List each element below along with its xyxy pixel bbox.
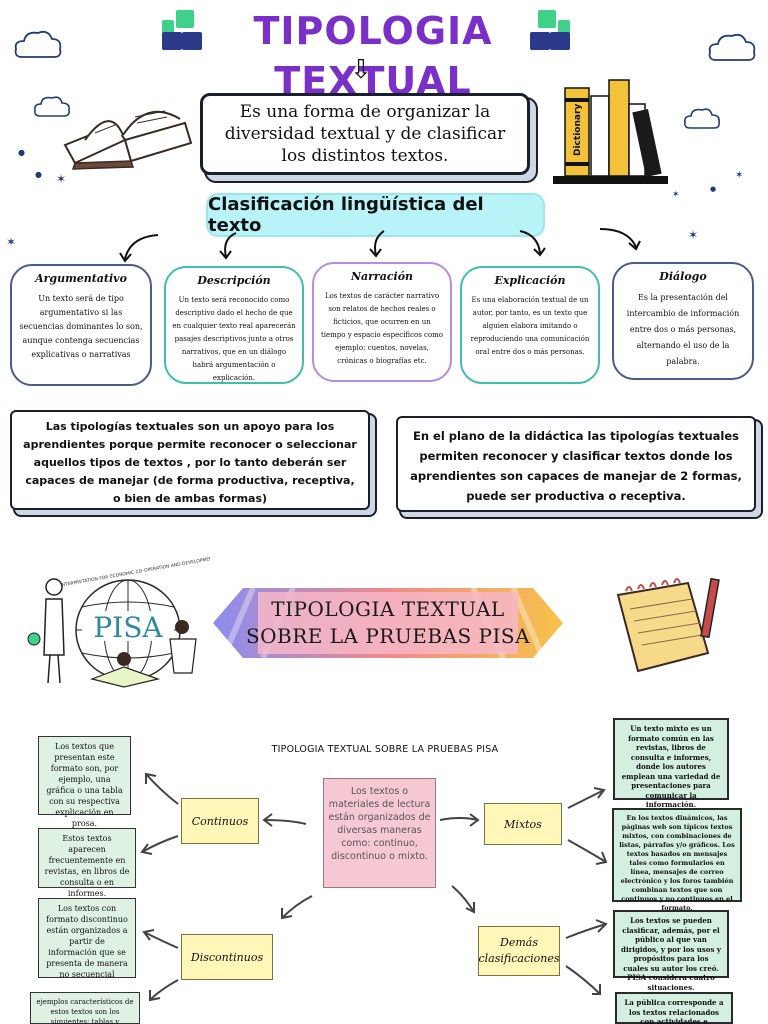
type-card-title: Diálogo <box>659 270 707 283</box>
open-book-icon <box>63 110 193 170</box>
type-card-text: Un texto será de tipo argumentativo si l… <box>19 294 143 359</box>
star-icon: ✶ <box>672 190 680 200</box>
box-demas: Demás clasificaciones <box>478 926 560 976</box>
cloud-icon <box>684 108 720 129</box>
type-card-title: Descripción <box>197 274 271 287</box>
type-card-narracion: Narración Los textos de carácter narrati… <box>312 262 452 382</box>
note-box-left: Las tipologías textuales son un apoyo pa… <box>10 410 370 510</box>
pisa-banner-line1: TIPOLOGIA TEXTUAL <box>271 597 505 621</box>
star-icon: ✶ <box>56 172 67 186</box>
star-icon: ✶ <box>6 235 17 249</box>
cloud-icon <box>34 96 70 117</box>
note-continuos-2: Estos textos aparecen frecuentemente en … <box>38 828 136 898</box>
star-icon: ● <box>35 170 42 179</box>
star-icon: ● <box>710 185 717 193</box>
diagram-center-box: Los textos o materiales de lectura están… <box>323 778 436 888</box>
down-arrow-icon: ⇩ <box>350 55 372 85</box>
books-icon: Dictionary <box>553 79 668 184</box>
cloud-icon <box>708 33 756 61</box>
notepad-icon <box>616 577 720 673</box>
diagram-title: TIPOLOGIA TEXTUAL SOBRE LA PRUEBAS PISA <box>271 744 499 755</box>
type-card-title: Explicación <box>494 274 566 287</box>
note-demas-1: Los textos se pueden clasificar, además,… <box>613 910 729 992</box>
classification-title: Clasificación lingüística del texto <box>208 194 543 236</box>
pisa-banner-line2: SOBRE LA PRUEBAS PISA <box>245 624 531 648</box>
note-discontinuos-1: Los textos con formato discontinuo están… <box>38 898 136 979</box>
box-mixtos: Mixtos <box>484 803 562 845</box>
pisa-logo: PISA INTERPRETATION FOR ECONOMIC CO-OPER… <box>27 555 210 688</box>
cloud-icon <box>14 30 62 58</box>
book-spine-label: Dictionary <box>573 104 583 156</box>
type-card-text: Un texto será reconocido como descriptiv… <box>172 296 296 382</box>
definition-box: Es una forma de organizar la diversidad … <box>200 93 530 175</box>
note-box-right: En el plano de la didáctica las tipologí… <box>396 416 756 512</box>
pisa-banner <box>213 588 563 658</box>
note-demas-2: La pública corresponde a los textos rela… <box>615 992 733 1024</box>
pisa-logo-caption: INTERPRETATION FOR ECONOMIC CO-OPERATION… <box>60 555 210 588</box>
type-card-text: Es la presentación del intercambio de in… <box>626 293 740 366</box>
pisa-logo-text: PISA <box>93 611 163 644</box>
tiles-icon-left <box>162 10 204 52</box>
type-card-title: Argumentativo <box>35 272 127 285</box>
tiles-icon-right <box>530 10 572 52</box>
note-continuos-1: Los textos que presentan este formato so… <box>38 736 131 828</box>
star-icon: ✶ <box>735 170 744 181</box>
type-card-argumentativo: Argumentativo Un texto será de tipo argu… <box>10 264 152 386</box>
pisa-banner-text: TIPOLOGIA TEXTUAL SOBRE LA PRUEBAS PISA <box>213 596 563 650</box>
type-card-title: Narración <box>350 270 414 283</box>
star-icon: ✶ <box>688 228 699 242</box>
type-card-text: Es una elaboración textual de un autor, … <box>470 296 590 356</box>
box-continuos: Continuos <box>181 798 259 844</box>
diagram-arrows <box>140 772 608 1002</box>
box-discontinuos: Discontinuos <box>181 934 273 980</box>
note-mixtos-2: En los textos dinámicos, las páginas web… <box>612 808 742 912</box>
type-card-text: Los textos de carácter narrativo son rel… <box>320 292 444 365</box>
type-card-descripcion: Descripción Un texto será reconocido com… <box>164 266 304 384</box>
type-card-dialogo: Diálogo Es la presentación del intercamb… <box>612 262 754 380</box>
star-icon: ● <box>18 148 25 157</box>
page-title: TIPOLOGIA TEXTUAL <box>253 9 493 103</box>
arrows-to-types <box>119 228 641 263</box>
type-card-explicacion: Explicación Es una elaboración textual d… <box>460 266 600 384</box>
note-mixtos-1: Un texto mixto es un formato común en la… <box>613 718 729 809</box>
